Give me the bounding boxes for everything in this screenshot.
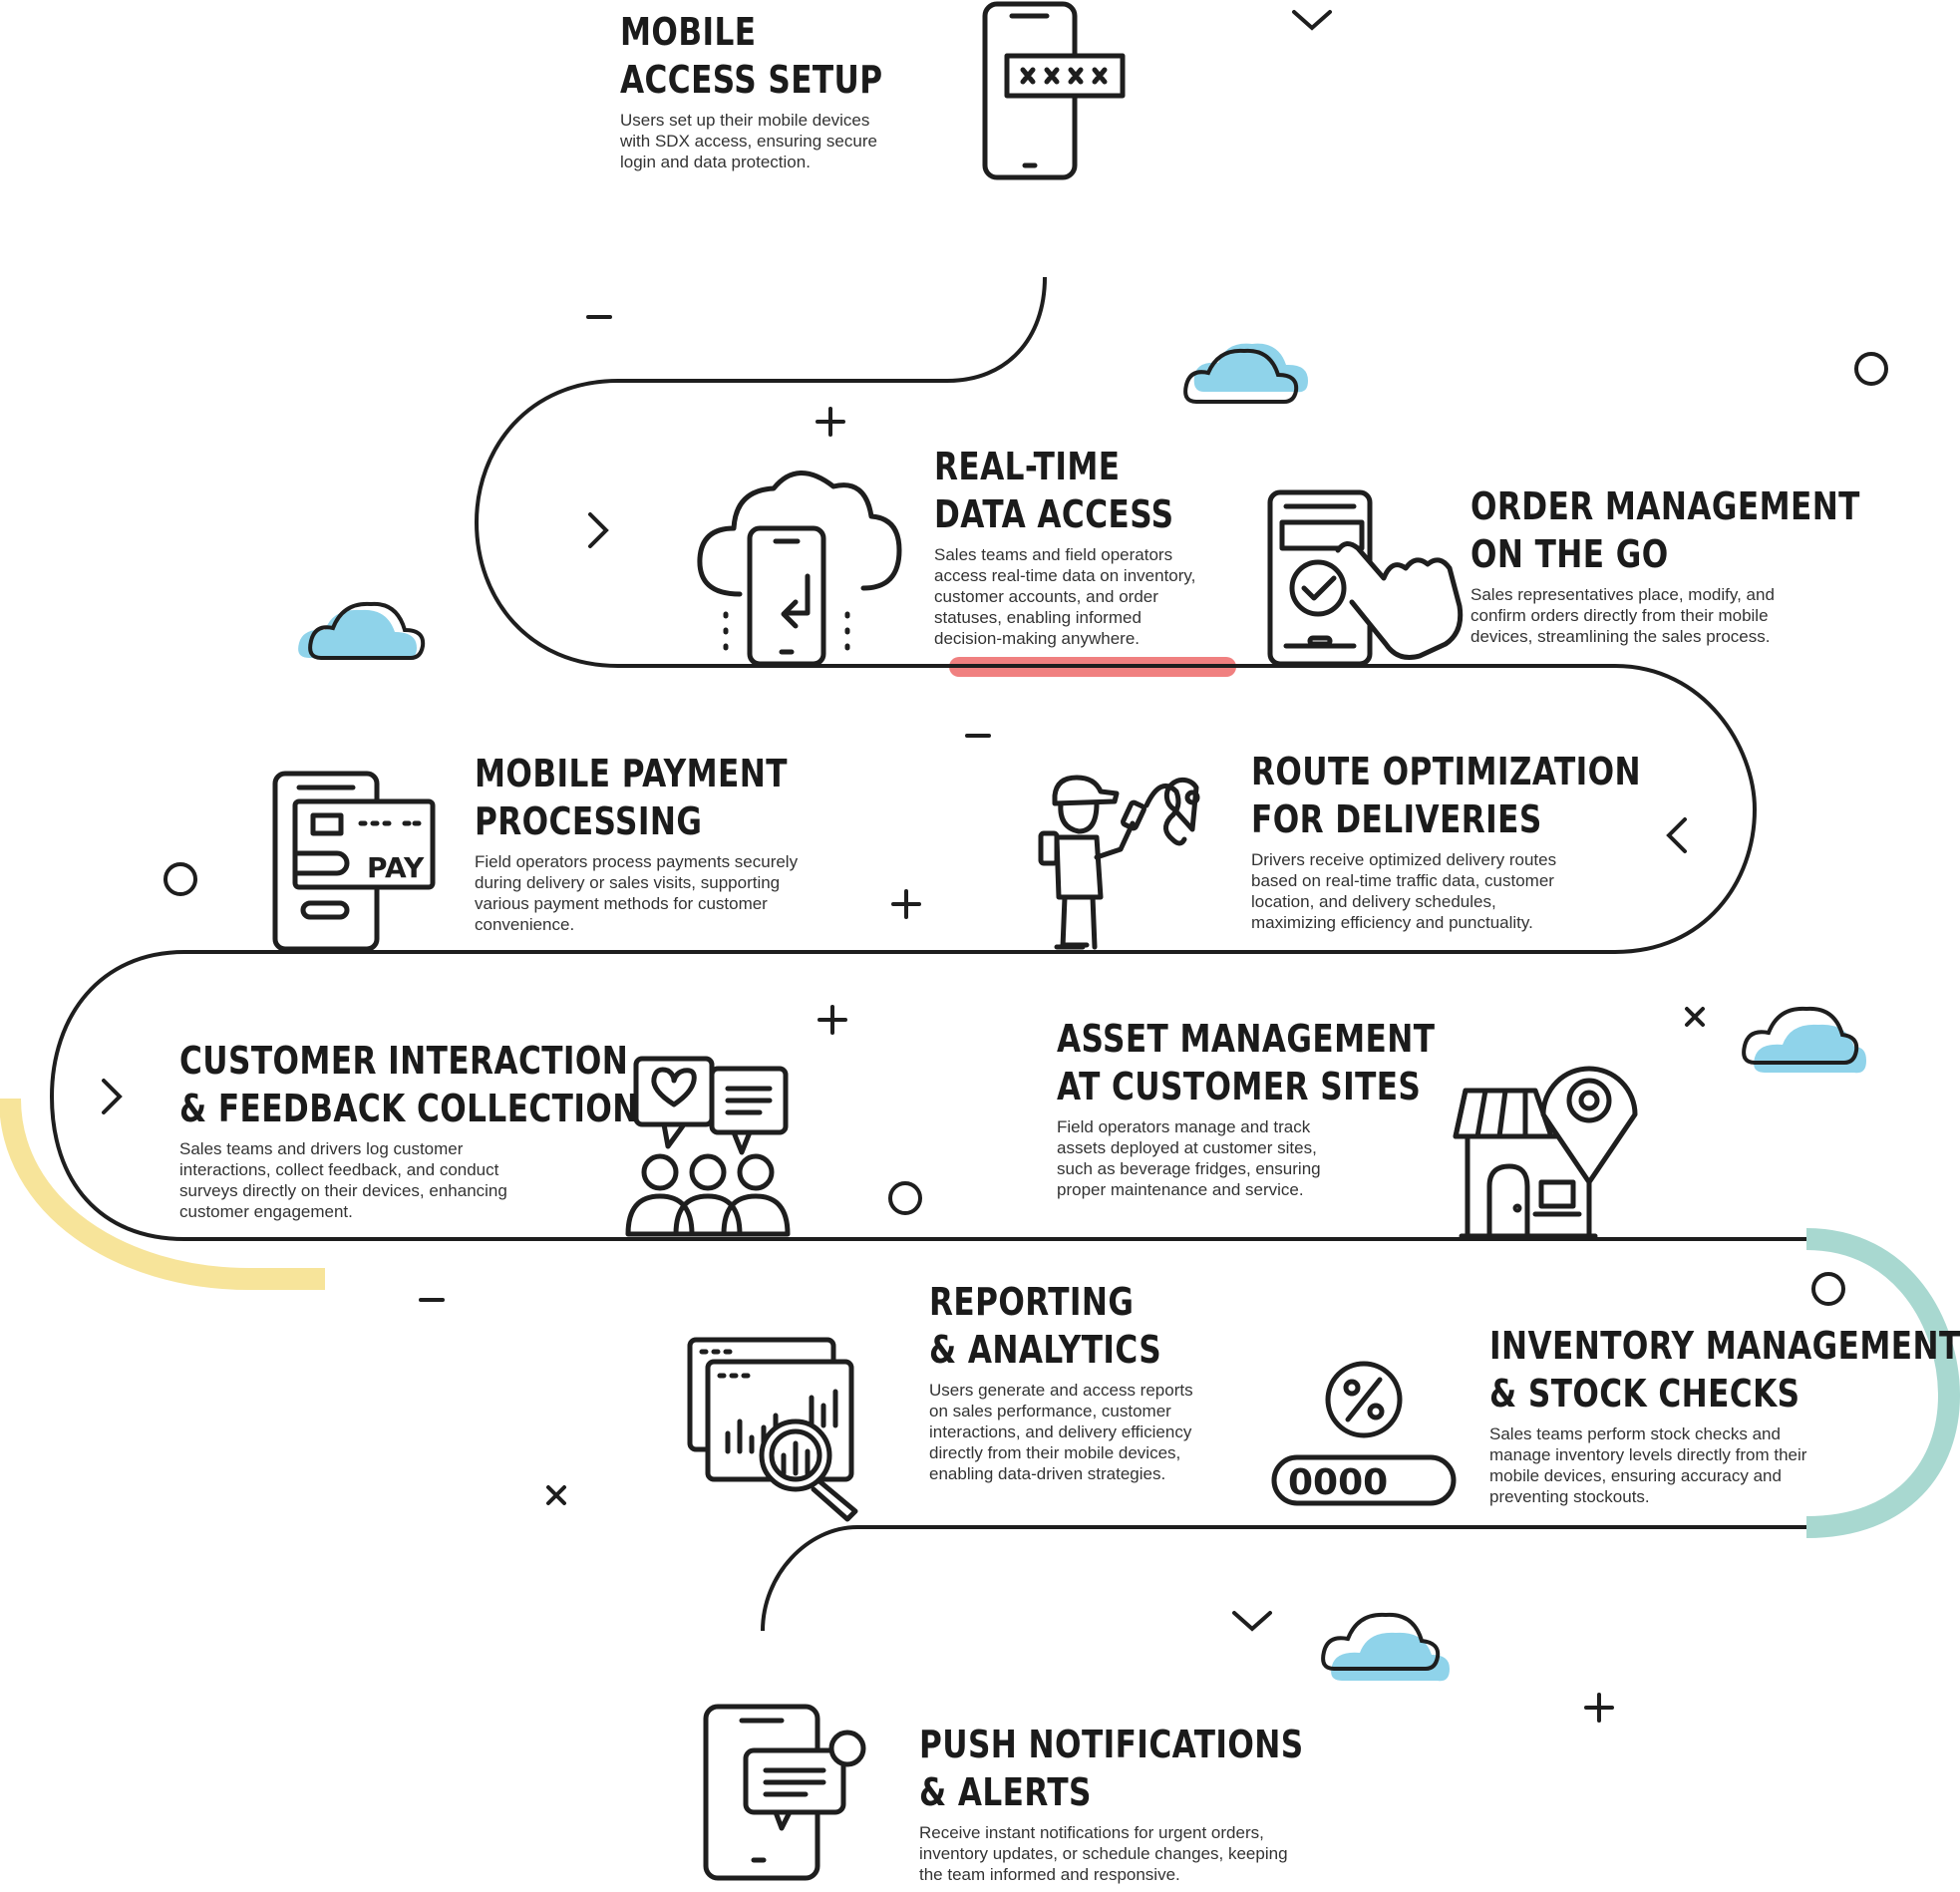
cloud-icon: [1742, 1006, 1866, 1074]
step-title: PUSH NOTIFICATIONS& ALERTS: [919, 1723, 1304, 1814]
road-path: [49, 276, 1806, 1632]
cloud-icon: [298, 601, 426, 660]
people-feedback-icon: [625, 1056, 791, 1237]
chevron-right-icon: [102, 1079, 123, 1114]
plus-mark: [816, 407, 845, 437]
cloud-phone-sync-icon: [697, 471, 902, 667]
step-inventory-management: INVENTORY MANAGEMENT& STOCK CHECKS Sales…: [1489, 1322, 1960, 1507]
plus-mark: [1584, 1693, 1614, 1723]
phone-card-pay-icon: [272, 771, 436, 952]
store-location-icon: [1453, 1066, 1638, 1239]
ring-mark: [888, 1181, 922, 1215]
step-title: INVENTORY MANAGEMENT& STOCK CHECKS: [1489, 1324, 1960, 1416]
step-description: Receive instant notifications for urgent…: [919, 1823, 1288, 1884]
step-description: Users generate and access reports on sal…: [929, 1381, 1193, 1483]
plus-mark: [817, 1005, 847, 1035]
pay-badge: PAY: [367, 851, 425, 884]
delivery-person-route-icon: [1038, 775, 1200, 950]
step-reporting-analytics: REPORTING& ANALYTICS Users generate and …: [929, 1278, 1248, 1484]
step-description: Sales representatives place, modify, and…: [1470, 585, 1775, 646]
phone-password-icon: [982, 1, 1126, 180]
step-customer-interaction: CUSTOMER INTERACTION& FEEDBACK COLLECTIO…: [179, 1037, 639, 1222]
teal-accent-arc: [1805, 1228, 1960, 1538]
step-description: Sales teams and drivers log customer int…: [179, 1139, 507, 1221]
step-push-notifications: PUSH NOTIFICATIONS& ALERTS Receive insta…: [919, 1721, 1338, 1885]
step-description: Field operators process payments securel…: [475, 852, 799, 934]
plus-mark: [891, 889, 921, 919]
step-title: CUSTOMER INTERACTION& FEEDBACK COLLECTIO…: [179, 1039, 639, 1130]
report-magnifier-icon: [687, 1337, 858, 1522]
cloud-icon: [1183, 343, 1308, 404]
yellow-accent-arc: [0, 1098, 325, 1290]
chevron-left-icon: [1666, 817, 1687, 853]
phone-notification-icon: [703, 1704, 866, 1881]
step-description: Field operators manage and track assets …: [1057, 1117, 1321, 1199]
ring-mark: [163, 862, 197, 896]
phone-tap-check-icon: [1267, 489, 1464, 667]
cloud-icon: [1321, 1612, 1450, 1682]
chevron-right-icon: [588, 512, 609, 548]
chevron-down-icon: [1292, 10, 1332, 31]
cross-mark: [546, 1485, 566, 1505]
chevron-down-icon: [1232, 1611, 1272, 1632]
step-description: Sales teams and field operators access r…: [934, 545, 1196, 648]
stock-counter: 0000: [1288, 1462, 1388, 1503]
step-title: REPORTING& ANALYTICS: [929, 1280, 1162, 1372]
step-description: Users set up their mobile devices with S…: [620, 111, 877, 171]
ring-mark: [1854, 352, 1888, 386]
step-description: Sales teams perform stock checks and man…: [1489, 1424, 1807, 1506]
ring-mark: [1811, 1272, 1845, 1306]
cross-mark: [1685, 1007, 1705, 1027]
step-description: Drivers receive optimized delivery route…: [1251, 850, 1557, 932]
percent-counter-icon: [1271, 1361, 1457, 1506]
